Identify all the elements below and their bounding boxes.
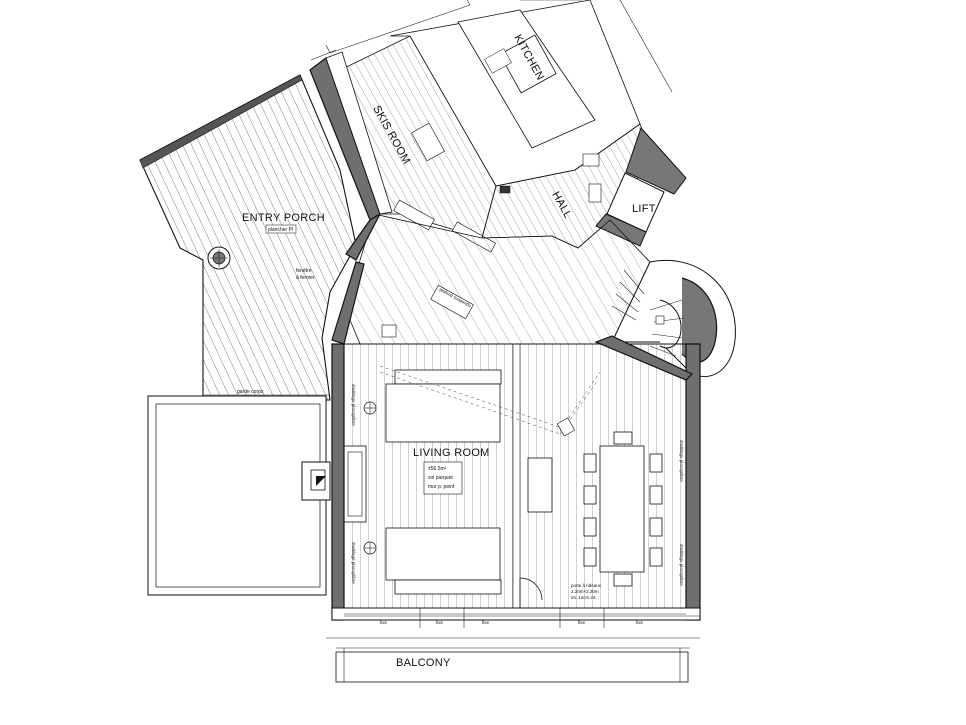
lower-left-terrace (147, 395, 331, 596)
lift-label: LIFT (632, 203, 656, 215)
landing: plafond suspendu (349, 213, 651, 345)
fixed-window-4: fixe (578, 620, 586, 625)
balcony: BALCONY (326, 637, 700, 683)
window-note-1: fenêtre (296, 268, 312, 274)
entry-porch-note: plancher PI (268, 227, 293, 233)
wall-note-right-top: doublage placoplâtre (679, 440, 684, 482)
wall-note-left-top: doublage placoplâtre (351, 384, 356, 426)
door-note-2: 2.20m×2.20m (571, 589, 599, 594)
main-walls (309, 51, 701, 621)
entry-porch: ENTRY PORCH plancher PI garde corps fenê… (139, 74, 357, 401)
wall-note-left-bottom: doublage placoplâtre (351, 542, 356, 584)
door-note-1: porte à rideaux (571, 583, 602, 588)
window-band: fixe fixe fixe fixe fixe (344, 608, 700, 628)
kitchen: KITCHEN (389, 0, 641, 194)
fixed-window-1: fixe (380, 620, 388, 625)
living-room-wall: mur p. peint (428, 484, 455, 490)
fixed-window-2: fixe (436, 620, 444, 625)
fixed-window-3: fixe (482, 620, 490, 625)
living-room: LIVING ROOM ±56.5m² sol parquet mur p. p… (339, 343, 695, 613)
fixed-window-5: fixe (636, 620, 644, 625)
living-room-label: LIVING ROOM (413, 447, 490, 459)
sofa-bottom (363, 527, 502, 595)
living-room-floor: sol parquet (428, 475, 453, 481)
door-note-3: int. 12cm int. (571, 595, 597, 600)
entry-porch-garde-corps: garde corps (237, 389, 264, 395)
staircase (611, 260, 736, 377)
window-note-2: à fermer (296, 275, 315, 281)
dining-table (583, 431, 663, 587)
living-room-area: ±56.5m² (428, 466, 447, 472)
balcony-label: BALCONY (396, 657, 451, 669)
wall-note-right-bottom: doublage placoplâtre (679, 544, 684, 586)
dimension-lines-top (310, 0, 673, 93)
entry-porch-label: ENTRY PORCH (242, 212, 325, 224)
